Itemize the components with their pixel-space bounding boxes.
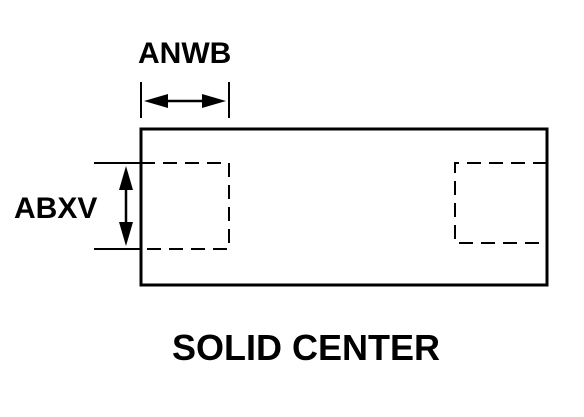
height-dimension-arrow — [119, 166, 133, 246]
height-dimension-label: ABXV — [14, 192, 97, 225]
width-dimension-arrow — [144, 94, 226, 108]
width-dimension-label: ANWB — [138, 37, 231, 70]
right-hidden-cavity — [454, 162, 547, 244]
left-hidden-cavity — [141, 162, 230, 250]
solid-outline — [139, 127, 549, 287]
diagram-caption: SOLID CENTER — [172, 327, 440, 368]
